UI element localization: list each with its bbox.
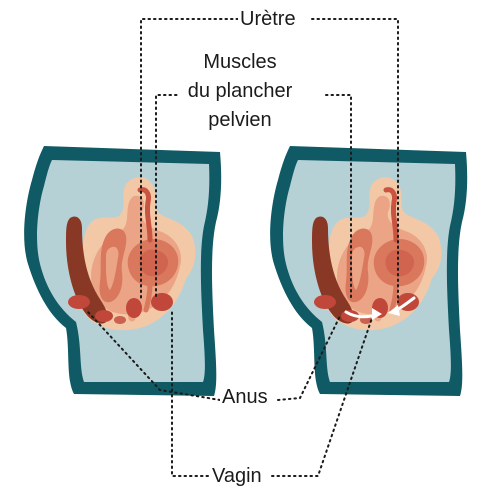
label-muscles-line-3: pelvien bbox=[178, 106, 302, 135]
label-uretre: Urètre bbox=[238, 7, 298, 31]
panel-relaxed bbox=[24, 146, 221, 396]
label-muscles-line-1: Muscles bbox=[178, 48, 302, 77]
label-vagin: Vagin bbox=[210, 464, 264, 488]
label-muscles-line-2: du plancher bbox=[178, 77, 302, 106]
panel-contracted bbox=[270, 146, 467, 396]
label-anus: Anus bbox=[220, 385, 270, 409]
label-muscles-plancher-pelvien: Muscles du plancher pelvien bbox=[178, 48, 302, 135]
